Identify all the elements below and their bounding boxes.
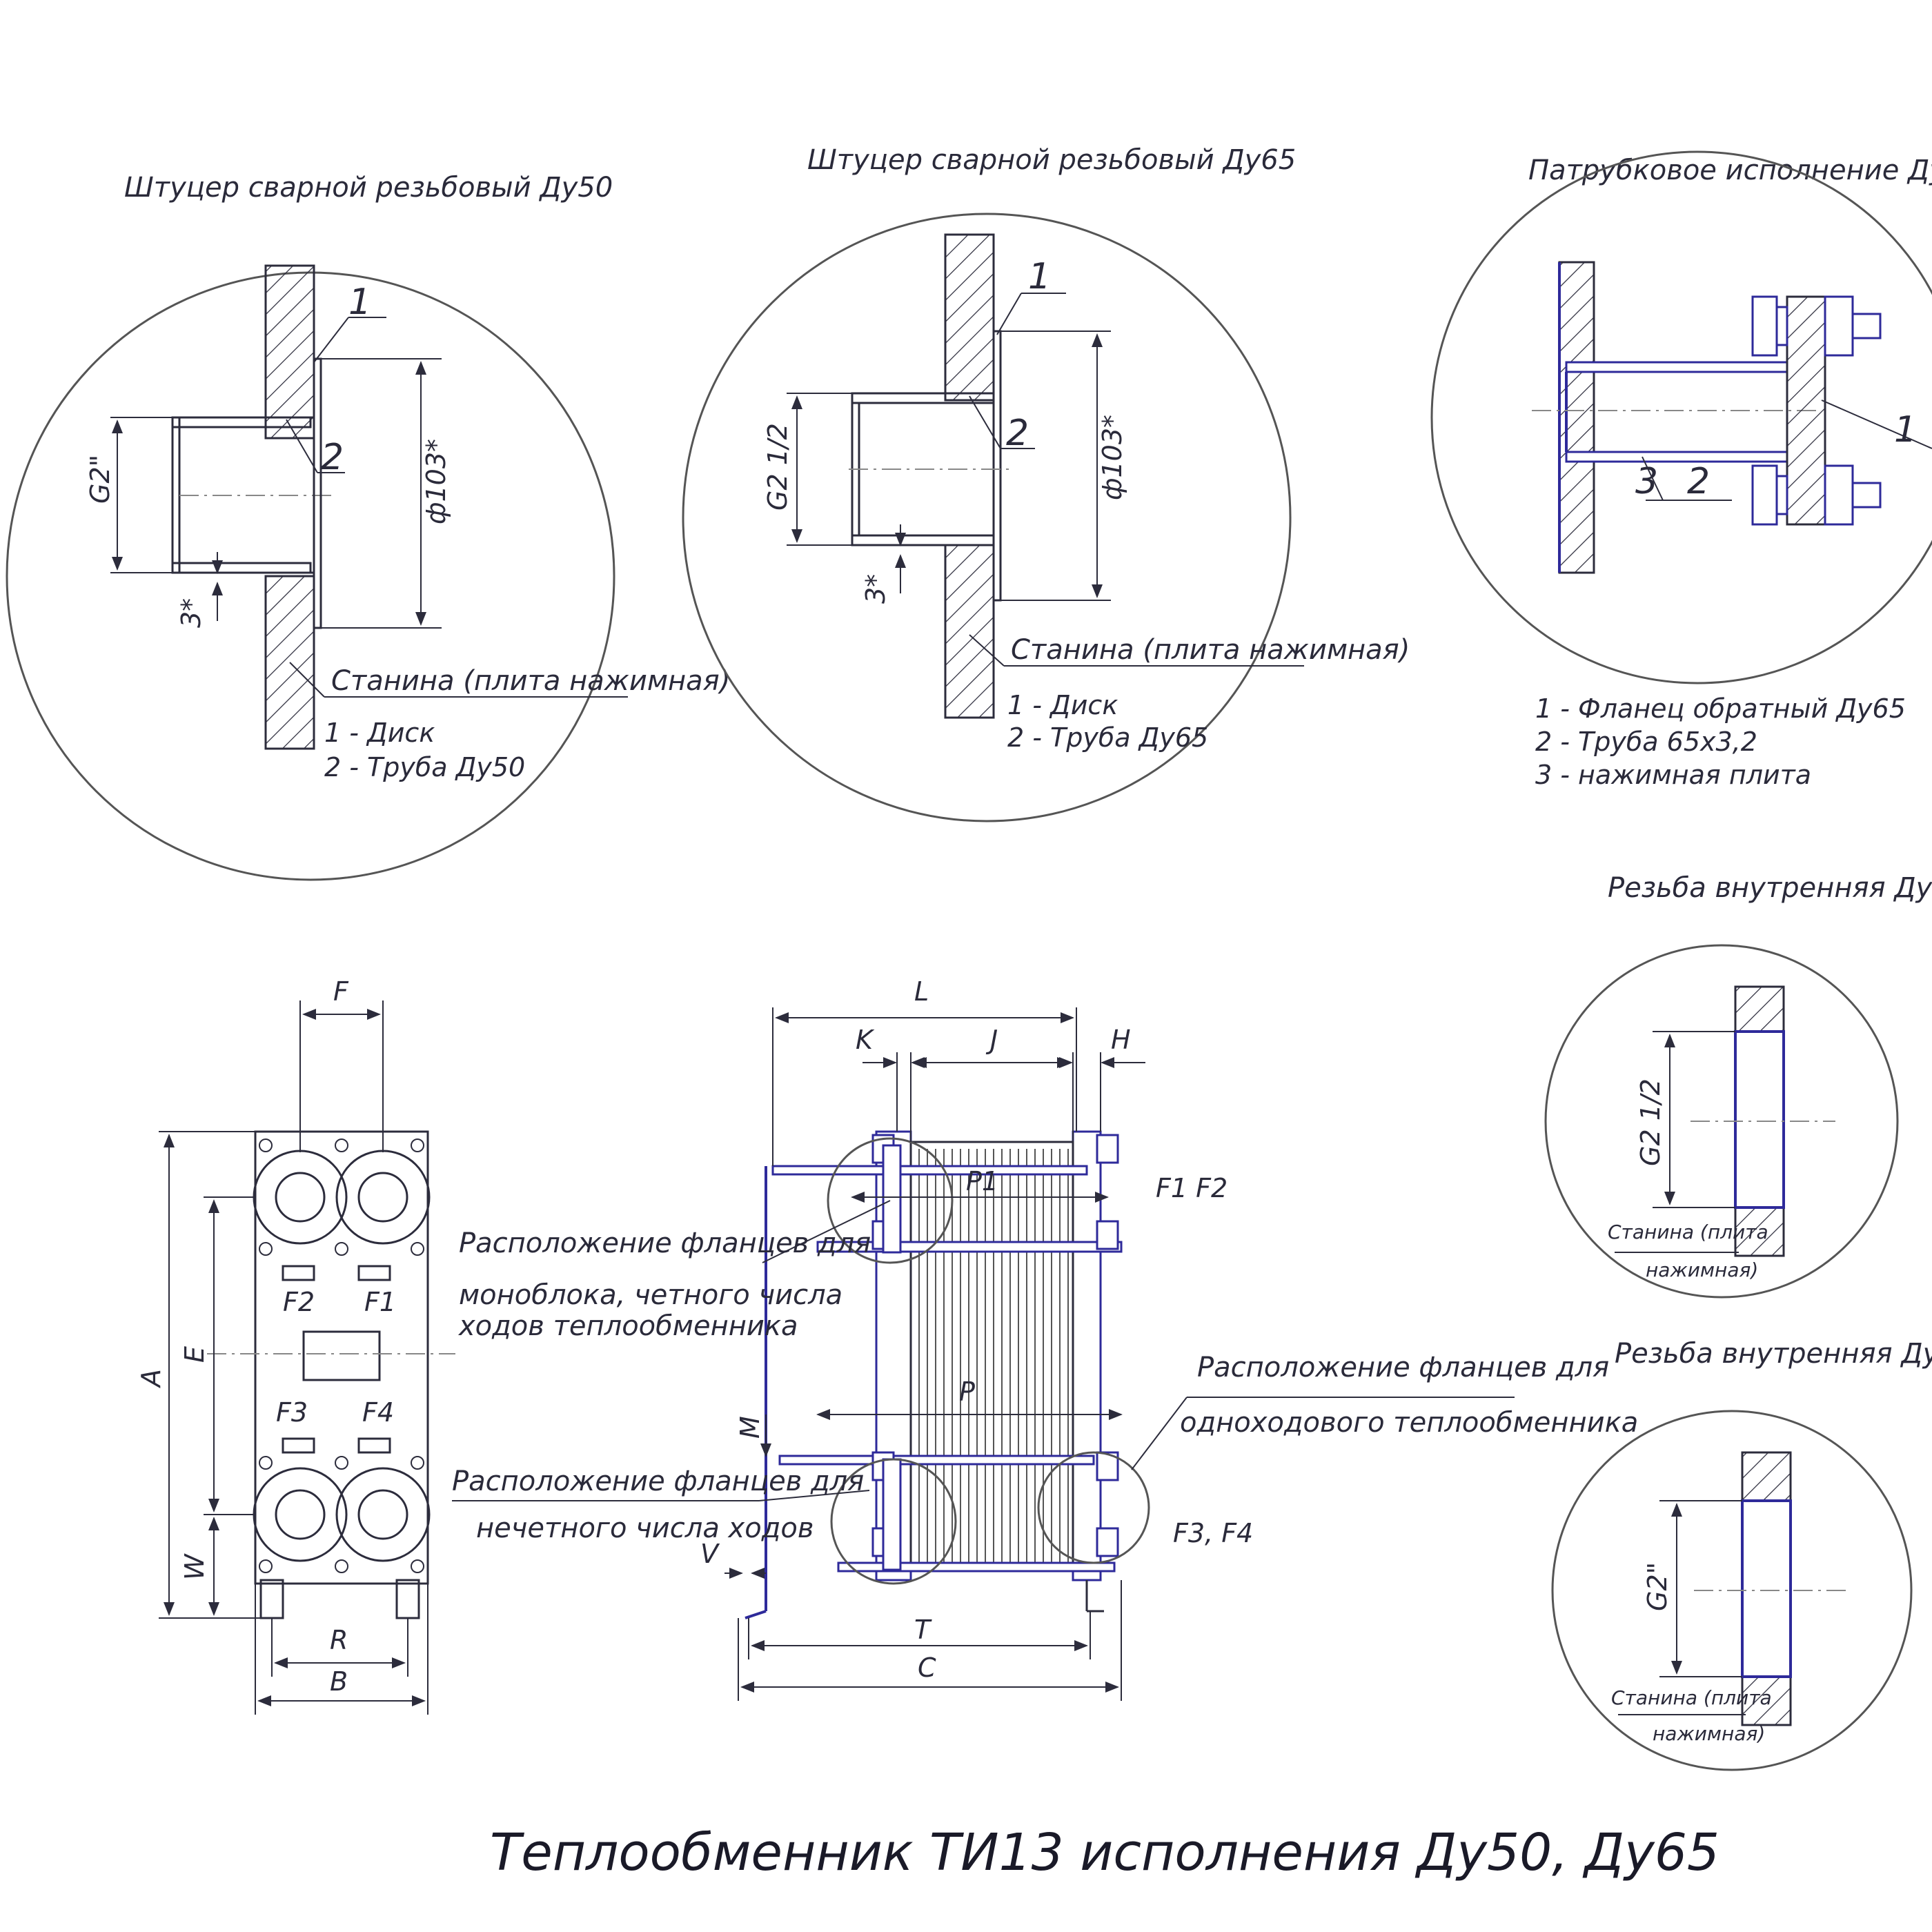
front-center-window	[302, 1330, 381, 1381]
detail5-circle	[1551, 1410, 1913, 1771]
detail2-legend-2: 2 - Труба Ду65	[1007, 722, 1208, 753]
side-ports-bottom: F3, F4	[1173, 1518, 1253, 1548]
side-dim-p1: P1	[966, 1166, 998, 1196]
detail2-part1: 1	[1028, 256, 1051, 297]
detail2-wall-lower	[944, 544, 995, 719]
side-detail-circle-bottom-left	[830, 1458, 957, 1585]
front-plate	[254, 1130, 429, 1585]
detail1-wall-lower	[264, 575, 315, 750]
detail2-diameter-label: ф103*	[1097, 415, 1127, 500]
side-note-single-2: одноходового теплообменника	[1180, 1407, 1638, 1439]
detail2-legend-1: 1 - Диск	[1007, 690, 1118, 720]
side-view: L K J H P1 F1 F2 P M V F3, F4 T	[452, 976, 1638, 1701]
detail1-pipe-wall-top	[171, 416, 312, 428]
front-port-top-right	[335, 1150, 431, 1245]
detail1-caption: Штуцер сварной резьбовый Ду50	[124, 172, 613, 204]
detail1-thread-label: G2"	[85, 455, 115, 504]
detail1-wall-upper	[264, 264, 315, 440]
detail4-caption: Резьба внутренняя Ду65	[1608, 872, 1932, 904]
side-tie-rods	[771, 1165, 1123, 1573]
front-port-label-f4: F4	[362, 1397, 394, 1428]
detail2-wall-upper	[944, 233, 995, 402]
side-dim-h: H	[1111, 1025, 1131, 1055]
detail2-part2: 2	[1006, 413, 1029, 454]
front-view: F2 F1 F3 F4 F A E W R B	[136, 976, 455, 1715]
side-note-odd-1: Расположение фланцев для	[452, 1466, 864, 1497]
detail-ду65-welded: Штуцер сварной резьбовый Ду65 G2 1/2 ф10…	[682, 144, 1410, 822]
detail2-thread-label: G2 1/2	[762, 423, 793, 511]
detail3-part1: 1	[1894, 409, 1917, 451]
side-dim-p: P	[959, 1377, 975, 1407]
detail3-legend-3: 3 - нажимная плита	[1535, 760, 1811, 790]
detail-internal-thread-ду65: Резьба внутренняя Ду65 G2 1/2 Станина (п…	[1544, 872, 1932, 1299]
front-port-label-f3: F3	[276, 1397, 308, 1428]
side-dim-v: V	[700, 1539, 720, 1569]
detail5-frame-label-1: Станина (плита	[1611, 1686, 1772, 1709]
front-dim-e: E	[179, 1346, 210, 1363]
side-dim-k: K	[856, 1025, 875, 1055]
side-note-mono-3: ходов теплообменника	[457, 1310, 798, 1342]
detail1-diameter-label: ф103*	[421, 439, 451, 524]
front-port-label-f2: F2	[283, 1287, 315, 1317]
detail-ду50-welded: Штуцер сварной резьбовый Ду50 G2" ф103* …	[6, 172, 730, 881]
detail1-disc	[313, 357, 322, 629]
detail3-part2: 2	[1687, 461, 1710, 502]
side-plate-lines	[918, 1149, 1069, 1565]
detail1-part1: 1	[348, 282, 371, 323]
detail-internal-thread-ду50: Резьба внутренняя Ду50 G2" Станина (плит…	[1551, 1338, 1932, 1771]
detail3-plate	[1558, 261, 1595, 574]
detail4-circle	[1544, 944, 1899, 1299]
detail2-caption: Штуцер сварной резьбовый Ду65	[807, 144, 1296, 176]
side-note-mono-2: моноблока, четного числа	[459, 1279, 842, 1311]
detail3-part3: 3	[1635, 461, 1658, 502]
detail3-legend-2: 2 - Труба 65х3,2	[1535, 727, 1757, 757]
front-port-bottom-right	[335, 1467, 431, 1562]
detail2-frame-label: Станина (плита нажимная)	[1011, 634, 1410, 666]
detail4-frame-label-2: нажимная)	[1646, 1259, 1758, 1281]
detail5-frame-label-2: нажимная)	[1653, 1722, 1765, 1745]
side-dim-m: M	[735, 1416, 765, 1439]
side-dim-t: T	[914, 1615, 932, 1645]
side-note-mono-1: Расположение фланцев для	[459, 1228, 871, 1259]
detail1-frame-label: Станина (плита нажимная)	[331, 665, 730, 697]
front-port-label-f1: F1	[364, 1287, 396, 1317]
detail1-legend-2: 2 - Труба Ду50	[324, 752, 525, 782]
detail2-gap-label: 3*	[860, 574, 891, 604]
detail4-thread-label: G2 1/2	[1635, 1078, 1666, 1166]
side-dim-j: J	[985, 1025, 998, 1055]
front-bolt-holes	[259, 1138, 424, 1573]
detail3-flange	[1786, 295, 1826, 526]
side-note-odd-2: нечетного числа ходов	[476, 1512, 814, 1544]
side-dim-l: L	[914, 976, 929, 1007]
side-ports-top: F1 F2	[1156, 1173, 1228, 1203]
detail1-legend-1: 1 - Диск	[324, 718, 435, 748]
detail3-legend-1: 1 - Фланец обратный Ду65	[1535, 693, 1906, 724]
front-dim-r: R	[330, 1625, 348, 1655]
front-port-top-left	[253, 1150, 348, 1245]
detail4-frame-label-1: Станина (плита	[1608, 1221, 1768, 1243]
detail5-caption: Резьба внутренняя Ду50	[1615, 1338, 1932, 1370]
detail2-pipe-wall-bottom	[851, 534, 995, 546]
side-detail-circle-bottom-right	[1037, 1451, 1150, 1564]
detail3-bolts	[1751, 295, 1882, 526]
detail1-pipe-wall-bottom	[171, 562, 312, 574]
front-port-bottom-left	[253, 1467, 348, 1562]
detail-ду65-nozzle: Патрубковое исполнение Ду65 1 3 2 1 - Фл…	[1430, 150, 1932, 790]
detail2-disc	[992, 330, 1002, 602]
detail3-circle	[1430, 150, 1932, 684]
detail2-circle	[682, 213, 1292, 822]
side-dim-c: C	[918, 1653, 936, 1683]
drawing-title: Теплообменник ТИ13 исполнения Ду50, Ду65	[490, 1823, 1719, 1882]
front-dim-a: A	[136, 1369, 166, 1389]
detail1-part2: 2	[321, 437, 344, 478]
front-dim-w: W	[179, 1553, 210, 1580]
side-note-single-1: Расположение фланцев для	[1197, 1352, 1609, 1383]
front-dim-f: F	[333, 976, 349, 1007]
front-dim-b: B	[330, 1666, 348, 1697]
detail3-caption: Патрубковое исполнение Ду65	[1528, 155, 1932, 186]
detail5-thread-label: G2"	[1642, 1562, 1673, 1611]
side-plate-pack	[875, 1130, 1102, 1581]
detail1-gap-label: 3*	[176, 598, 206, 628]
